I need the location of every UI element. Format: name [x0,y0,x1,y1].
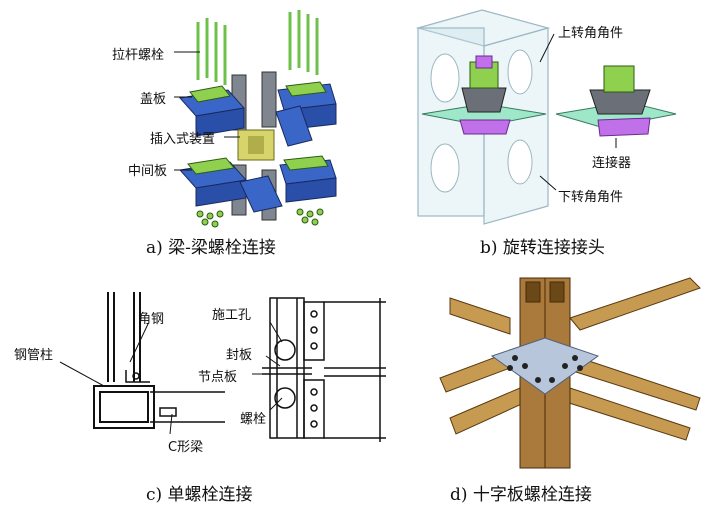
tie-rods-right [288,10,319,75]
caption-d: d) 十字板螺栓连接 [450,485,592,505]
panel-c-illustration [59,292,386,442]
label-bolt: 螺栓 [240,412,267,427]
right-column [262,297,312,439]
connector-separate [555,65,677,137]
lower-beams [179,155,337,213]
label-tie-rod-bolt: 拉杆螺栓 [112,48,165,63]
label-lower-corner-piece: 下转角角件 [558,190,624,205]
panel-c-single-bolt: 角钢 钢管柱 C形梁 施工孔 封板 节点板 螺栓 c) 单螺栓连接 [0,258,410,507]
label-cover-plate: 盖板 [140,92,167,107]
label-end-plate: 封板 [226,348,253,363]
nuts [196,208,324,228]
label-steel-tube-column: 钢管柱 [14,348,54,363]
panel-b-illustration [415,9,677,225]
tie-rods-left [196,18,227,85]
label-c-beam: C形梁 [168,440,204,455]
label-angle-steel: 角钢 [138,312,165,327]
label-connector: 连接器 [592,156,632,171]
label-node-plate: 节点板 [198,370,238,385]
upper-beams [179,81,337,147]
panel-d-cross-plate-bolt: d) 十字板螺栓连接 [410,258,727,507]
panel-d-illustration [439,277,701,469]
cross-plate [490,337,600,395]
label-upper-corner-piece: 上转角角件 [558,26,624,41]
right-beam [303,298,386,442]
label-plug-in-device: 插入式装置 [150,132,216,147]
caption-c: c) 单螺栓连接 [146,485,253,505]
label-construction-hole: 施工孔 [212,308,252,323]
caption-b: b) 旋转连接接头 [480,238,605,258]
steel-tube-column-shape [93,292,155,429]
panel-a-beam-beam-bolt: 拉杆螺栓 盖板 插入式装置 中间板 a) 梁-梁螺栓连接 [0,0,360,258]
panel-a-illustration [174,10,337,228]
panel-b-rotating-joint: 上转角角件 连接器 下转角角件 b) 旋转连接接头 [360,0,727,258]
column-piece [261,71,277,128]
label-middle-plate: 中间板 [128,164,168,179]
caption-a: a) 梁-梁螺栓连接 [146,238,276,258]
